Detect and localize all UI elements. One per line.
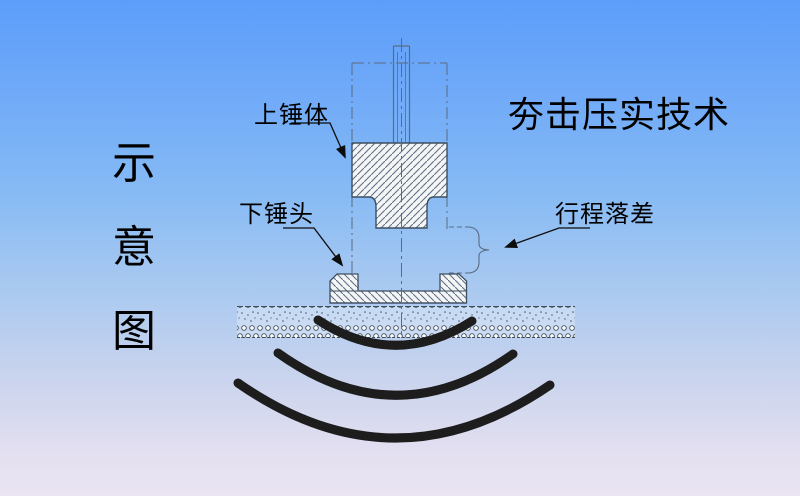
page-title: 夯击压实技术 [508, 95, 731, 136]
leader-lower-hammer [283, 227, 344, 267]
shockwave-arc-3 [233, 378, 555, 443]
side-caption-char: 示 [112, 138, 156, 189]
piston-rod [392, 45, 411, 143]
shockwave-arcs [233, 315, 555, 443]
leader-upper-hammer [291, 122, 346, 159]
side-caption: 示 意 图 [112, 142, 156, 354]
ground-layer [237, 306, 575, 338]
callout-leaders [283, 122, 590, 267]
leader-stroke-drop [504, 227, 590, 248]
label-stroke-drop: 行程落差 [555, 200, 655, 228]
side-caption-char: 图 [112, 306, 156, 357]
label-upper-hammer-body: 上锤体 [254, 101, 329, 129]
side-caption-char: 意 [112, 222, 156, 273]
lower-hammer-head-shape [329, 273, 468, 304]
stroke-gap-brace [449, 226, 490, 274]
shockwave-arc-2 [273, 348, 518, 400]
label-lower-hammer-head: 下锤头 [239, 200, 314, 228]
shockwave-arc-1 [313, 315, 477, 350]
upper-hammer-body-shape [351, 142, 448, 229]
